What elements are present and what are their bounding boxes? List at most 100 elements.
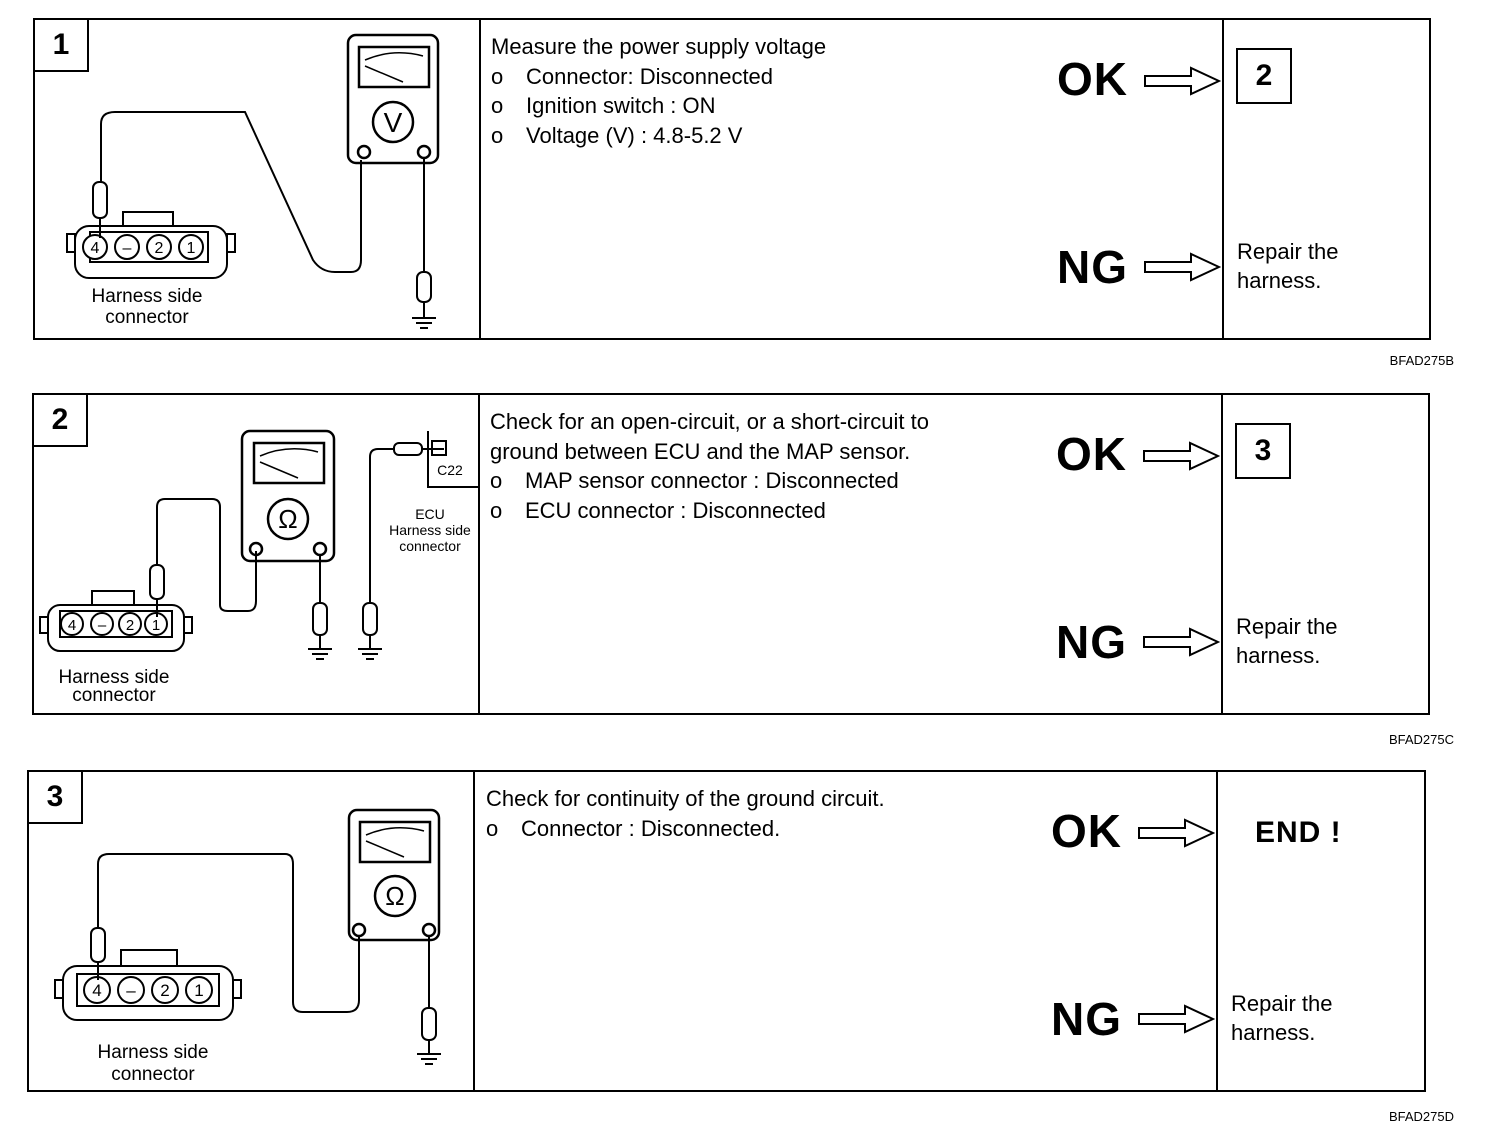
step-3-divider-figure: [473, 772, 475, 1090]
bullet-marker: o: [491, 122, 504, 148]
connector-pins: [83, 976, 213, 1004]
ground-probe: [308, 555, 332, 660]
step-3-instructions: Check for continuity of the ground circu…: [486, 784, 885, 843]
ground-probe: [417, 936, 441, 1065]
step-3-box: 3 4 – 2 1 Ω: [27, 770, 1426, 1092]
figure-code: BFAD275B: [1389, 353, 1454, 368]
pin-label-4: 4: [68, 617, 76, 634]
instruction-text: MAP sensor connector : Disconnected: [525, 468, 899, 493]
ecu-connector: [427, 431, 478, 488]
ok-arrow-icon: [1144, 66, 1221, 96]
step-1-box: 1 4 – 2 1: [33, 18, 1431, 340]
repair-line2: harness.: [1231, 1020, 1316, 1045]
bullet-marker: o: [486, 815, 499, 841]
connector-pins: [60, 612, 168, 636]
ng-arrow-icon: [1144, 252, 1221, 282]
connector-label-line1: Harness side: [92, 286, 203, 307]
step-2-number: 2: [34, 395, 88, 447]
ng-result-text: Repair the harness.: [1236, 612, 1338, 670]
step-1-divider-result: [1222, 20, 1224, 338]
probe-lead-wire: [97, 853, 360, 1013]
ng-result-text: Repair the harness.: [1231, 989, 1333, 1047]
meter-symbol: V: [384, 107, 403, 138]
repair-line2: harness.: [1236, 643, 1321, 668]
ng-arrow-icon: [1138, 1004, 1215, 1034]
ng-outcome: NG: [1051, 996, 1122, 1042]
probe-lead-wire: [156, 498, 257, 612]
figure-code: BFAD275C: [1388, 732, 1454, 747]
instruction-heading: Measure the power supply voltage: [491, 34, 827, 59]
step-2-divider-result: [1221, 395, 1223, 713]
instruction-item: o Voltage (V) : 4.8-5.2 V: [491, 121, 826, 151]
instruction-heading: Check for an open-circuit, or a short-ci…: [490, 409, 929, 434]
step-1-divider-figure: [479, 20, 481, 338]
probe-lead-wire: [100, 111, 362, 273]
ok-label: OK: [1057, 53, 1128, 105]
repair-line1: Repair the: [1236, 614, 1338, 639]
connector-label-line2: connector: [72, 685, 156, 706]
ng-label: NG: [1051, 993, 1122, 1045]
ecu-label-line1: ECU: [415, 506, 445, 522]
pin-label-4: 4: [92, 981, 101, 1000]
pin-label-2: 2: [126, 617, 134, 634]
ecu-label-line2: Harness side: [389, 522, 471, 538]
instruction-item: o Connector : Disconnected.: [486, 814, 885, 844]
ng-arrow-icon: [1143, 627, 1220, 657]
probe-on-pin: [90, 927, 106, 980]
pin-label-4: 4: [91, 240, 100, 257]
ok-label: OK: [1056, 428, 1127, 480]
instruction-item: o ECU connector : Disconnected: [490, 496, 929, 526]
ecu-connector-id: C22: [437, 462, 463, 478]
ng-outcome: NG: [1056, 619, 1127, 665]
ohmmeter: [347, 808, 441, 942]
instruction-text: Connector: Disconnected: [526, 63, 774, 89]
pin-label-1: 1: [152, 617, 160, 634]
step-3-wiring-figure: 4 – 2 1 Ω Harness side connector: [54, 808, 441, 1085]
pin-label-1: 1: [194, 981, 203, 1000]
instruction-text: Ignition switch : ON: [526, 93, 716, 118]
connector-label-line2: connector: [111, 1064, 195, 1085]
instruction-item: o Connector: Disconnected: [491, 62, 826, 92]
step-1-wiring-figure: 4 – 2 1 V Harness side: [66, 33, 440, 329]
harness-connector: [54, 949, 242, 1021]
pin-label-1: 1: [187, 240, 196, 257]
figure-code: BFAD275D: [1388, 1109, 1454, 1124]
bullet-marker: o: [491, 93, 504, 118]
step-2-box: 2 4 – 2 1: [32, 393, 1430, 715]
pin-label-blank: –: [98, 617, 107, 634]
instruction-heading: Check for continuity of the ground circu…: [486, 786, 885, 811]
instruction-item: o Ignition switch : ON: [491, 91, 826, 121]
instruction-text: Voltage (V) : 4.8-5.2 V: [526, 122, 743, 148]
pin-label-2: 2: [155, 240, 164, 257]
meter-symbol: Ω: [278, 504, 297, 534]
instruction-heading-cont: ground between ECU and the MAP sensor.: [490, 438, 911, 464]
step-2-divider-figure: [478, 395, 480, 713]
probe-on-pin: [149, 564, 165, 617]
step-1-number: 1: [35, 20, 89, 72]
next-step-box: 3: [1235, 423, 1291, 479]
next-step-box: 2: [1236, 48, 1292, 104]
probe-on-pin: [92, 181, 108, 238]
ok-label: OK: [1051, 805, 1122, 857]
step-1-instructions: Measure the power supply voltage o Connec…: [491, 32, 826, 150]
ecu-probe: [358, 442, 444, 660]
instruction-text: ECU connector : Disconnected: [525, 497, 826, 523]
repair-line2: harness.: [1237, 268, 1322, 293]
instruction-text: Connector : Disconnected.: [521, 815, 781, 841]
ecu-label-line3: connector: [399, 538, 461, 554]
connector-label-line2: connector: [105, 307, 189, 328]
pin-label-2: 2: [160, 981, 169, 1000]
step-3-number: 3: [29, 772, 83, 824]
voltmeter: [346, 33, 440, 165]
ng-label: NG: [1056, 616, 1127, 668]
ground-probe: [412, 158, 436, 329]
step-2-wiring-figure: 4 – 2 1 Ω: [39, 429, 478, 706]
step-3-divider-result: [1216, 772, 1218, 1090]
pin-label-blank: –: [126, 981, 136, 1000]
connector-label-line1: Harness side: [59, 667, 170, 688]
meter-symbol: Ω: [385, 881, 404, 911]
ok-outcome: OK: [1057, 56, 1128, 102]
bullet-marker: o: [490, 497, 503, 523]
ok-outcome: OK: [1056, 431, 1127, 477]
bullet-marker: o: [491, 63, 504, 89]
